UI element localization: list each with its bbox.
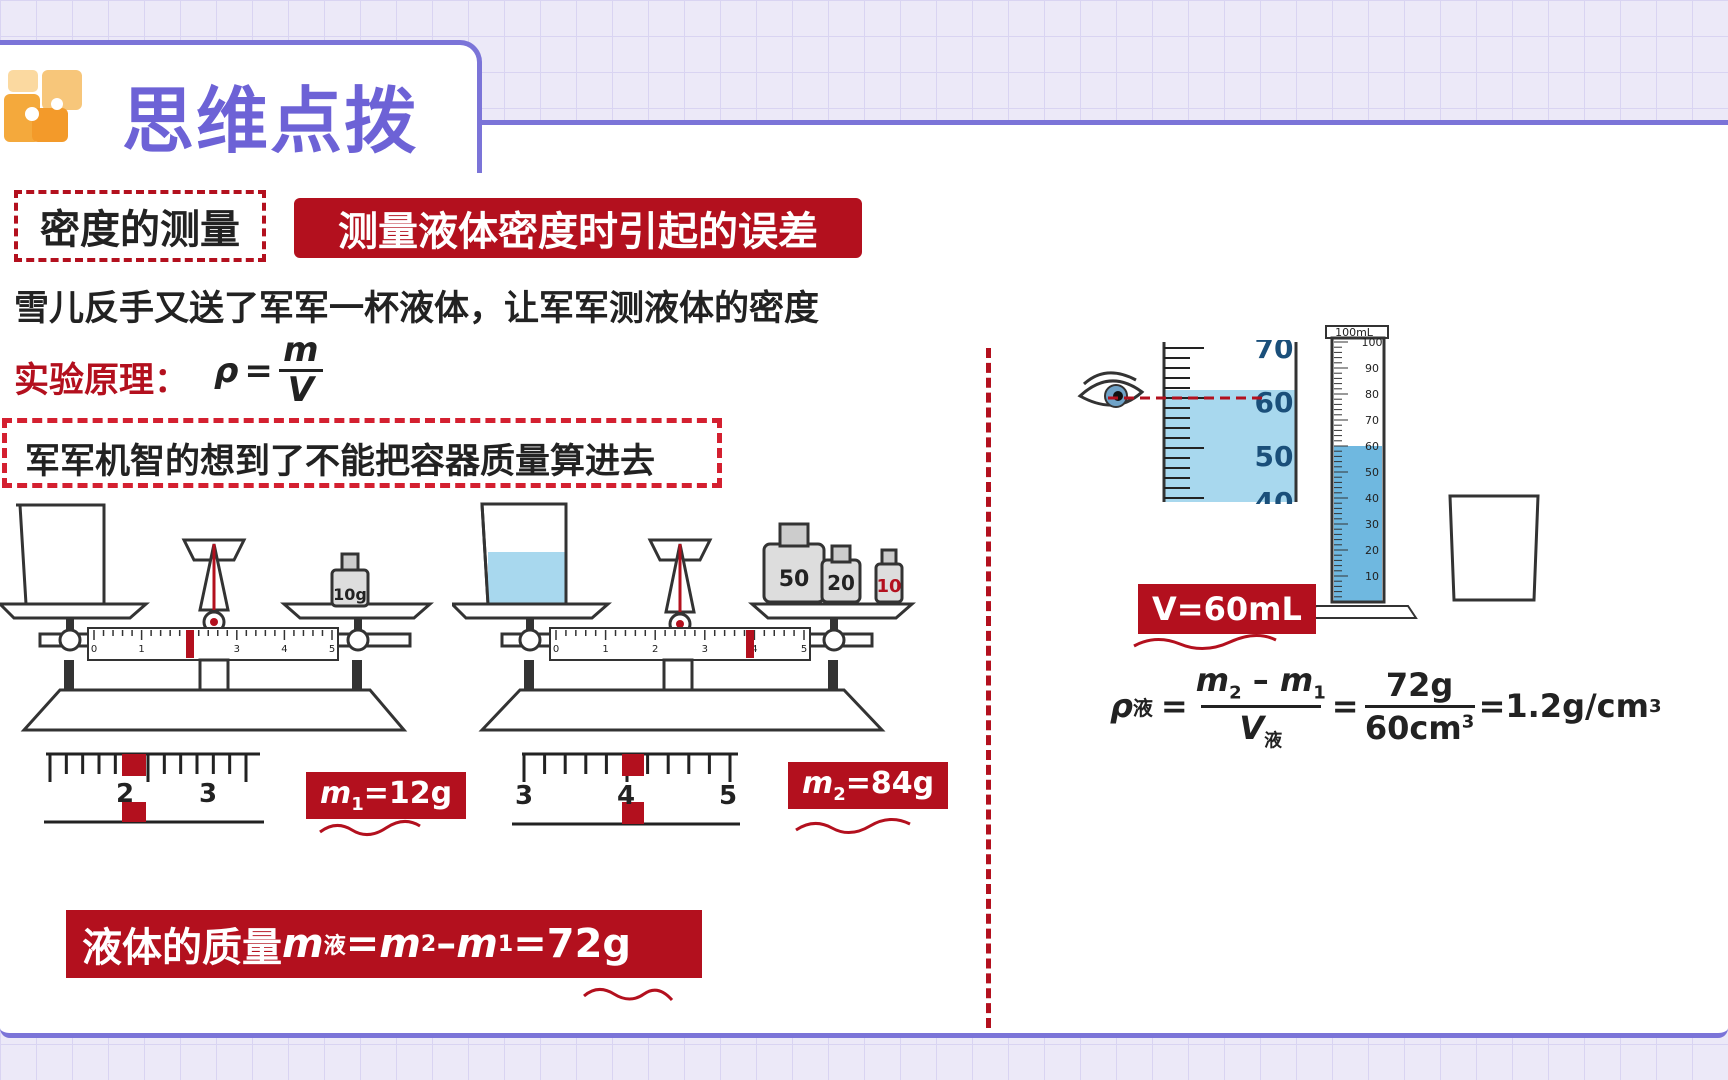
zoom1-tick-3: 3 (199, 779, 217, 809)
intro-text: 雪儿反手又送了军军一杯液体，让军军测液体的密度 (14, 289, 820, 329)
empty-beaker-right (1448, 494, 1540, 602)
cyl-label-10: 10 (1365, 570, 1379, 583)
squiggle-underline-result (583, 988, 674, 1002)
beam1-label-5: 5 (329, 644, 335, 655)
mass-m2-label: m2=84g (788, 762, 949, 809)
beam2-label-1: 1 (602, 644, 608, 655)
beam2-label-0: 0 (553, 644, 559, 655)
zoom-cyl-40: 40 (1255, 486, 1294, 504)
insight-text: 军军机智的想到了不能把容器质量算进去 (2, 418, 722, 488)
zoom1-tick-2: 2 (116, 779, 134, 809)
sight-line (1108, 396, 1264, 400)
weight-10: 10 (876, 576, 901, 597)
beam1-label-3: 3 (234, 644, 240, 655)
mass-m1-label: m1=12g (306, 772, 467, 819)
principle-label: 实验原理： (14, 361, 190, 401)
topic-label: 密度的测量 (14, 190, 266, 262)
subtopic-label: 测量液体密度时引起的误差 (294, 198, 862, 258)
zoom-cyl-70: 70 (1255, 340, 1294, 365)
zoom-cylinder: 70 60 50 40 (1162, 340, 1298, 504)
section-divider (986, 348, 991, 1028)
zoom2-tick-4: 4 (617, 781, 635, 811)
squiggle-underline-volume (1133, 634, 1277, 650)
beam1-label-1: 1 (138, 644, 144, 655)
beam1-label-0: 0 (91, 644, 97, 655)
content-card (0, 120, 1728, 1038)
squiggle-underline-m2 (795, 818, 911, 834)
weight-50: 50 (779, 567, 810, 592)
zoom2-tick-3: 3 (515, 781, 533, 811)
denominator-v: V (287, 370, 314, 411)
zoom-cyl-60: 60 (1255, 386, 1294, 419)
volume-label: V=60mL (1138, 584, 1316, 634)
cyl-label-30: 30 (1365, 518, 1379, 531)
beam2-label-5: 5 (801, 644, 807, 655)
beam1-label-4: 4 (281, 644, 287, 655)
eye-icon (1077, 371, 1145, 408)
cyl-label-100: 100 (1362, 336, 1383, 349)
cylinder-capacity-label: 100mL (1335, 326, 1374, 339)
zoom-ruler-2: 3 4 5 (512, 752, 740, 826)
cyl-label-90: 90 (1365, 362, 1379, 375)
zoom-ruler-1: 2 3 (44, 752, 264, 824)
rho-symbol: ρ (214, 350, 239, 391)
cyl-label-20: 20 (1365, 544, 1379, 557)
zoom2-tick-5: 5 (719, 781, 737, 811)
squiggle-underline-m1 (319, 820, 421, 836)
balance-scale-full-beaker: 50 20 10 0 1 2 3 4 5 (452, 502, 916, 732)
cyl-label-40: 40 (1365, 492, 1379, 505)
zoom-cyl-50: 50 (1255, 440, 1294, 473)
graduated-cylinder: 100mL 100 90 80 70 60 50 40 30 20 10 (1306, 325, 1418, 619)
puzzle-logo-icon (4, 70, 82, 142)
numerator-m: m (283, 330, 319, 370)
weight-20: 20 (827, 571, 855, 595)
cyl-label-60: 60 (1365, 440, 1379, 453)
cyl-label-80: 80 (1365, 388, 1379, 401)
density-principle-formula: ρ = m V (214, 330, 323, 411)
page-title: 思维点拨 (122, 79, 419, 163)
cyl-label-70: 70 (1365, 414, 1379, 427)
beam2-label-2: 2 (652, 644, 658, 655)
weight-label-10g: 10g (333, 585, 367, 604)
beam2-label-4: 4 (751, 644, 757, 655)
cyl-label-50: 50 (1365, 466, 1379, 479)
beam2-label-3: 3 (702, 644, 708, 655)
equals-sign: = (244, 350, 273, 391)
